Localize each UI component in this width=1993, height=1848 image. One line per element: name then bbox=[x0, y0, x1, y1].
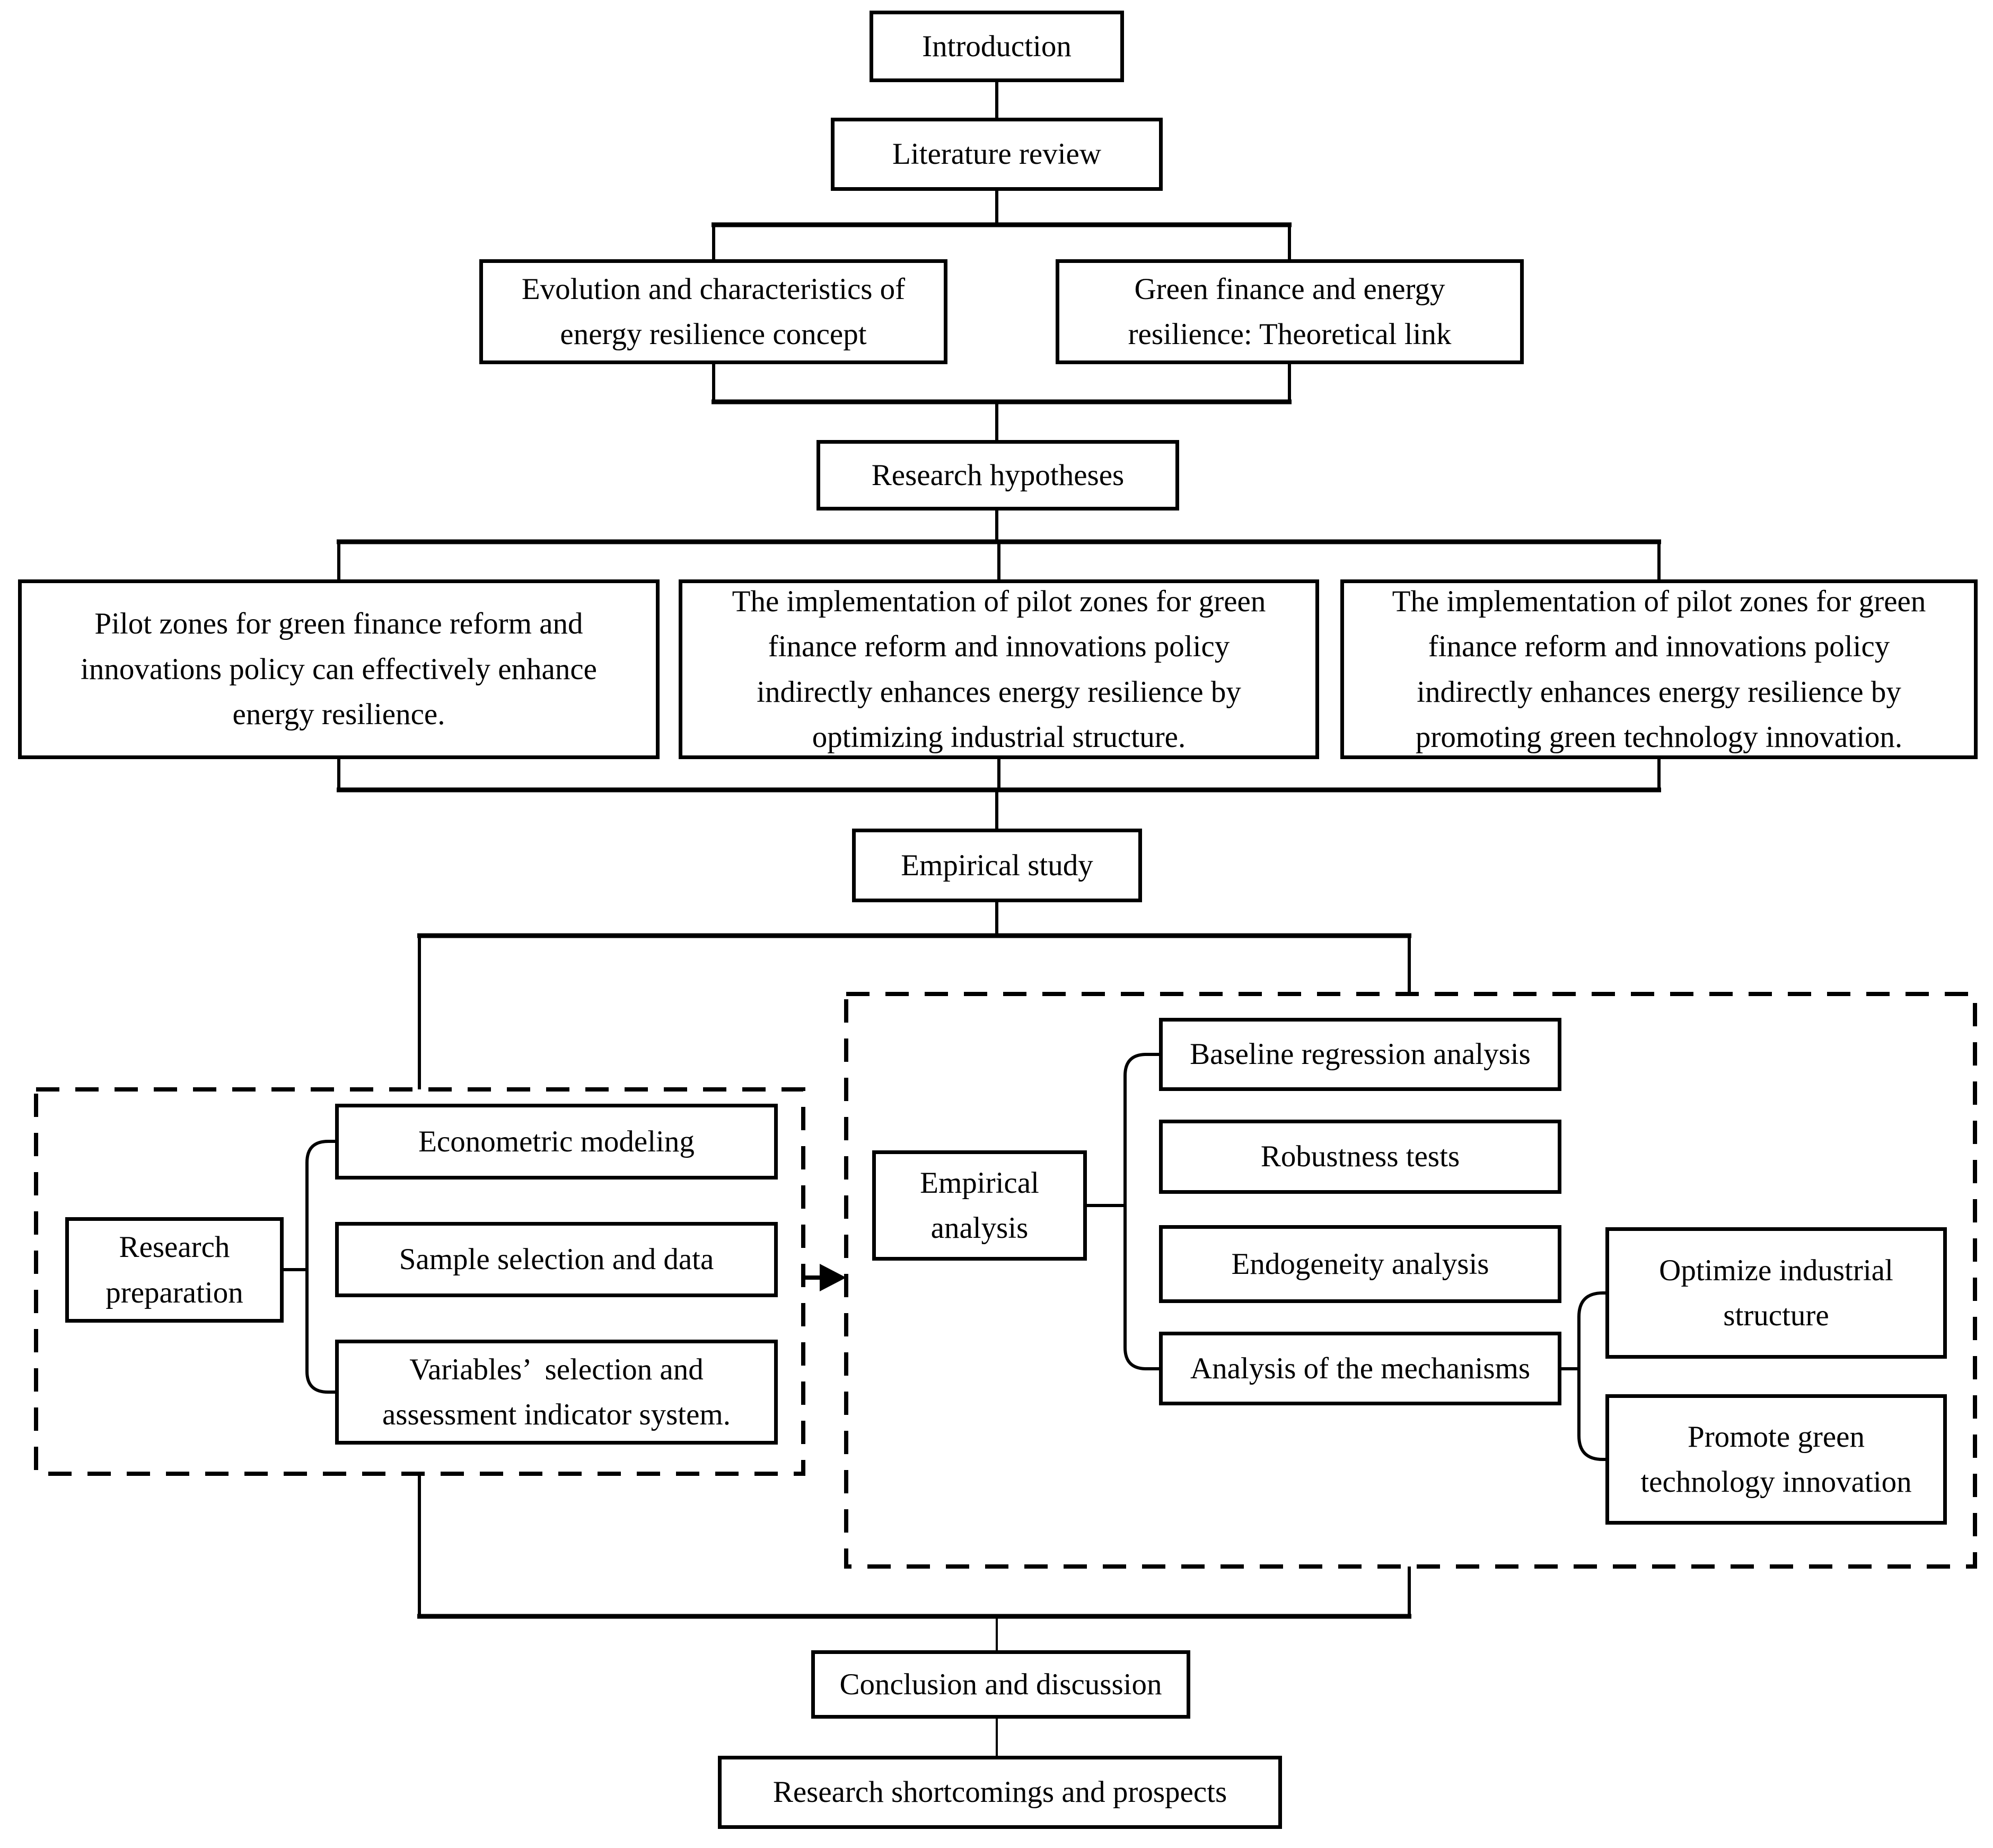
box-literature-review-label: Literature review bbox=[892, 137, 1102, 171]
box-research-preparation: Research preparation bbox=[65, 1217, 284, 1323]
box-robustness-tests-label: Robustness tests bbox=[1260, 1140, 1460, 1174]
box-baseline-regression: Baseline regression analysis bbox=[1159, 1018, 1561, 1091]
connector-subtopics-to-hypotheses bbox=[712, 364, 1292, 440]
box-empirical-analysis-label: Empirical analysis bbox=[920, 1166, 1039, 1245]
box-empirical-study: Empirical study bbox=[852, 829, 1142, 902]
connector-hypotheses-branching bbox=[337, 511, 1661, 579]
box-baseline-regression-label: Baseline regression analysis bbox=[1190, 1037, 1531, 1071]
box-optimize-industrial: Optimize industrial structure bbox=[1605, 1227, 1947, 1359]
box-literature-review: Literature review bbox=[831, 118, 1163, 191]
box-variables-selection: Variables’ selection and assessment indi… bbox=[335, 1340, 778, 1445]
box-promote-green-tech: Promote green technology innovation bbox=[1605, 1394, 1947, 1525]
box-introduction-label: Introduction bbox=[922, 29, 1072, 63]
connector-hypotheses-to-empirical-study bbox=[337, 759, 1661, 829]
box-shortcomings: Research shortcomings and prospects bbox=[718, 1756, 1282, 1829]
box-sample-selection: Sample selection and data bbox=[335, 1222, 778, 1297]
box-mechanisms-analysis: Analysis of the mechanisms bbox=[1159, 1332, 1561, 1405]
box-hypothesis-3: The implementation of pilot zones for gr… bbox=[1340, 579, 1978, 759]
arrowhead-right-icon bbox=[820, 1264, 846, 1291]
box-hypothesis-1-label: Pilot zones for green finance reform and… bbox=[81, 607, 597, 732]
mechanisms-brace bbox=[1561, 1291, 1605, 1461]
box-shortcomings-label: Research shortcomings and prospects bbox=[772, 1775, 1227, 1809]
connector-literature-to-subtopics bbox=[712, 191, 1292, 259]
box-econometric-modeling: Econometric modeling bbox=[335, 1104, 778, 1180]
box-introduction: Introduction bbox=[870, 11, 1124, 82]
box-promote-green-tech-label: Promote green technology innovation bbox=[1640, 1420, 1912, 1499]
arrow-preparation-to-analysis bbox=[803, 1264, 846, 1291]
box-research-hypotheses: Research hypotheses bbox=[816, 440, 1179, 511]
box-research-hypotheses-label: Research hypotheses bbox=[871, 458, 1125, 492]
box-evolution-characteristics-label: Evolution and characteristics of energy … bbox=[521, 272, 906, 351]
box-sample-selection-label: Sample selection and data bbox=[399, 1243, 714, 1277]
box-robustness-tests: Robustness tests bbox=[1159, 1120, 1561, 1194]
box-optimize-industrial-label: Optimize industrial structure bbox=[1659, 1253, 1893, 1333]
box-variables-selection-label: Variables’ selection and assessment indi… bbox=[382, 1352, 731, 1432]
box-hypothesis-2: The implementation of pilot zones for gr… bbox=[679, 579, 1319, 759]
box-endogeneity-analysis: Endogeneity analysis bbox=[1159, 1225, 1561, 1303]
box-hypothesis-2-label: The implementation of pilot zones for gr… bbox=[732, 584, 1266, 754]
box-conclusion: Conclusion and discussion bbox=[811, 1650, 1190, 1719]
connector-containers-to-conclusion bbox=[417, 1474, 1411, 1650]
box-mechanisms-analysis-label: Analysis of the mechanisms bbox=[1190, 1351, 1531, 1385]
box-endogeneity-analysis-label: Endogeneity analysis bbox=[1231, 1247, 1489, 1281]
box-econometric-modeling-label: Econometric modeling bbox=[418, 1124, 695, 1158]
connector-empirical-study-split bbox=[417, 902, 1411, 1089]
box-green-finance-link-label: Green finance and energy resilience: The… bbox=[1128, 272, 1452, 351]
box-hypothesis-1: Pilot zones for green finance reform and… bbox=[18, 579, 660, 759]
box-empirical-study-label: Empirical study bbox=[901, 848, 1093, 882]
empirical-analysis-brace bbox=[1087, 1053, 1159, 1370]
box-evolution-characteristics: Evolution and characteristics of energy … bbox=[479, 259, 947, 364]
research-preparation-brace bbox=[284, 1140, 335, 1394]
box-conclusion-label: Conclusion and discussion bbox=[839, 1667, 1162, 1701]
box-hypothesis-3-label: The implementation of pilot zones for gr… bbox=[1392, 584, 1926, 754]
box-research-preparation-label: Research preparation bbox=[106, 1230, 243, 1309]
box-empirical-analysis: Empirical analysis bbox=[872, 1150, 1087, 1261]
box-green-finance-link: Green finance and energy resilience: The… bbox=[1056, 259, 1524, 364]
